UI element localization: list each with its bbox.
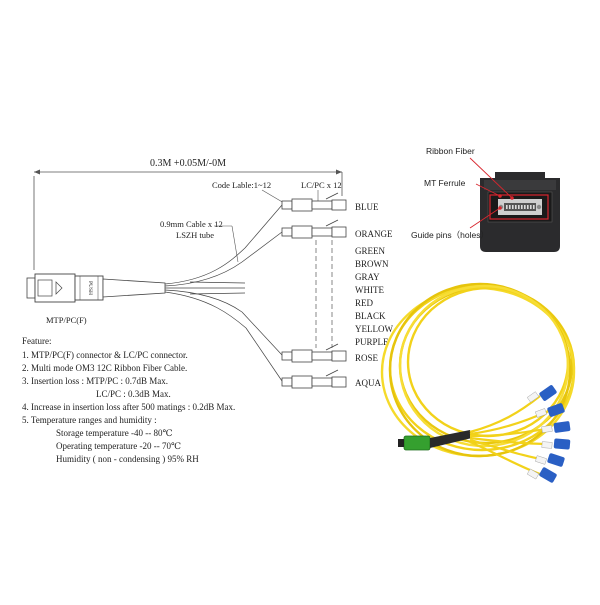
callout-ribbon-fiber: Ribbon Fiber — [426, 146, 475, 156]
color-label-yellow: YELLOW — [355, 324, 393, 334]
color-label-black: BLACK — [355, 311, 386, 321]
feature-line-1: 1. MTP/PC(F) connector & LC/PC connector… — [22, 350, 188, 360]
cable-drawing: 0.3M +0.05M/-0M Code Lable:1~12 LC/PC x … — [26, 158, 393, 389]
mtp-connector: PUSH — [26, 273, 166, 303]
color-label-purple: PURPLE — [355, 337, 389, 347]
color-label-white: WHITE — [355, 285, 384, 295]
cable-note-1: 0.9mm Cable x 12 — [160, 219, 223, 229]
feature-line-9: Humidity ( non - condensing ) 95% RH — [56, 454, 199, 464]
push-text: PUSH — [87, 281, 93, 295]
mtp-green-connector — [403, 435, 431, 451]
cable-note-2: LSZH tube — [176, 230, 214, 240]
feature-line-5: 4. Increase in insertion loss after 500 … — [22, 402, 235, 412]
dashed-guides — [315, 240, 333, 348]
feature-line-2: 2. Multi mode OM3 12C Ribbon Fiber Cable… — [22, 363, 187, 373]
feature-line-3: 3. Insertion loss : MTP/PC : 0.7dB Max. — [22, 376, 168, 386]
cable-coil — [380, 282, 576, 458]
color-label-gray: GRAY — [355, 272, 380, 282]
lc-connector-orange — [281, 219, 347, 239]
dimension-text: 0.3M +0.05M/-0M — [150, 158, 226, 169]
feature-line-6: 5. Temperature ranges and humidity : — [22, 415, 157, 425]
fiber-fanout — [164, 204, 283, 382]
cable-photo — [380, 282, 576, 483]
feature-list: Feature: 1. MTP/PC(F) connector & LC/PC … — [22, 336, 235, 464]
lc-connector-aqua — [281, 369, 347, 389]
dimension-line — [33, 169, 343, 270]
color-label-rose: ROSE — [355, 353, 379, 363]
mt-ferrule-illustration: Ribbon Fiber MT Ferrule Guide pins（holes… — [411, 146, 560, 252]
color-label-green: GREEN — [355, 246, 385, 256]
color-label-aqua: AQUA — [355, 378, 381, 388]
color-label-orange: ORANGE — [355, 229, 393, 239]
lc-count-text: LC/PC x 12 — [301, 180, 342, 190]
feature-line-4: LC/PC : 0.3dB Max. — [96, 389, 171, 399]
callout-mt-ferrule: MT Ferrule — [424, 178, 466, 188]
color-label-blue: BLUE — [355, 202, 379, 212]
feature-line-7: Storage temperature -40 -- 80℃ — [56, 428, 173, 438]
lc-connector-blue — [281, 192, 347, 212]
lc-blue-connectors — [526, 385, 571, 483]
feature-line-8: Operating temperature -20 -- 70℃ — [56, 441, 181, 451]
feature-title: Feature: — [22, 336, 52, 346]
color-label-brown: BROWN — [355, 259, 389, 269]
code-label-text: Code Lable:1~12 — [212, 180, 271, 190]
mtp-label: MTP/PC(F) — [46, 315, 87, 325]
callout-guide-pins: Guide pins（holes） — [411, 230, 489, 240]
lc-connector-rose — [281, 343, 347, 363]
color-label-red: RED — [355, 298, 374, 308]
